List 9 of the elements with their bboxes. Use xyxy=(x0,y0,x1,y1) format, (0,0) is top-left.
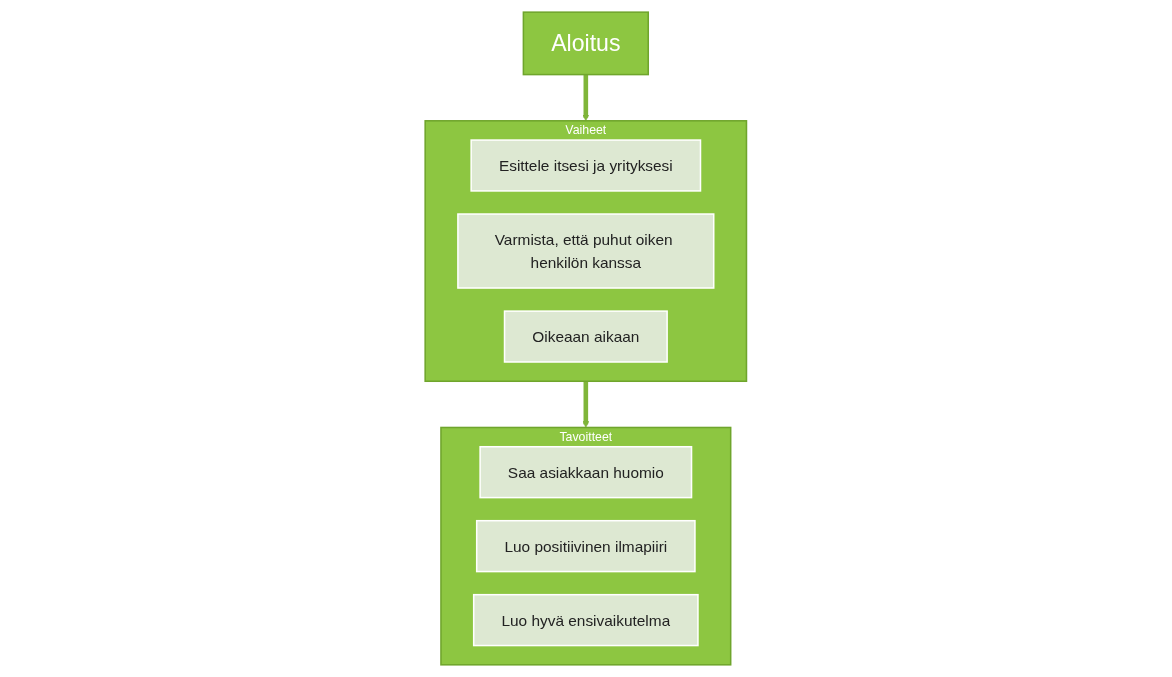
node-box: Luo positiivinen ilmapiiri xyxy=(476,519,696,573)
node-box: Esittele itsesi ja yrityksesi xyxy=(470,139,702,192)
node-box: Varmista, että puhut oiken henkilön kanssa xyxy=(457,213,715,289)
node-box: Saa asiakkaan huomio xyxy=(479,446,693,499)
node-box: Oikeaan aikaan xyxy=(503,310,669,363)
arrow xyxy=(582,381,590,428)
node-box: Luo hyvä ensivaikutelma xyxy=(473,593,699,647)
node-box: Aloitus xyxy=(522,11,650,76)
arrow xyxy=(582,74,590,122)
